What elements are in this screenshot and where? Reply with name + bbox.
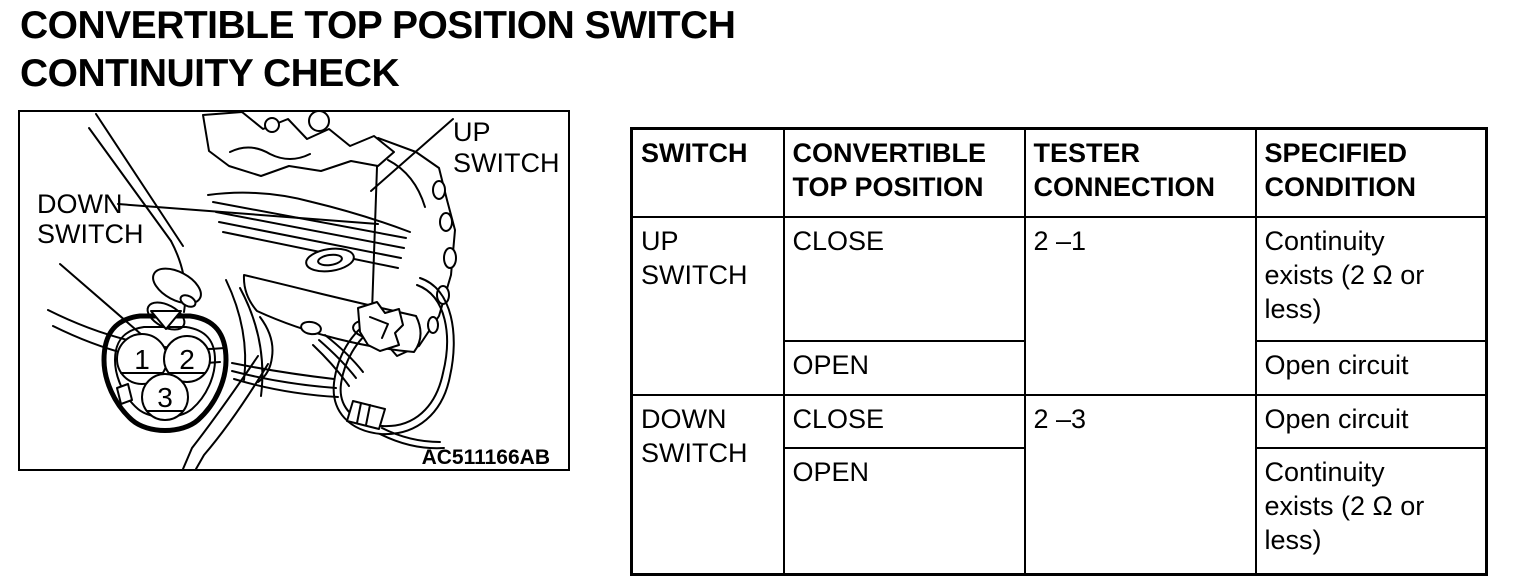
cell-down-close-condition: Open circuit xyxy=(1254,393,1488,449)
cell-up-open-condition: Open circuit xyxy=(1254,339,1488,396)
cell-up-close-condition: Continuity exists (2 Ω or less) xyxy=(1254,215,1488,342)
pin-1-number: 1 xyxy=(134,344,150,375)
cell-down-open-condition: Continuity exists (2 Ω or less) xyxy=(1254,446,1488,576)
figure-code: AC511166AB xyxy=(422,446,550,469)
pin-3-number: 3 xyxy=(157,382,173,413)
cell-down-switch: DOWN SWITCH xyxy=(630,393,785,576)
cell-up-open: OPEN xyxy=(782,339,1026,396)
cell-up-switch: UP SWITCH xyxy=(630,215,785,396)
up-switch-label-line1: UP xyxy=(453,117,491,147)
cell-down-open: OPEN xyxy=(782,446,1026,576)
page-title-line2: CONTINUITY CHECK xyxy=(20,52,400,95)
switch-location-figure: 1 2 3 UP SWITCH DOWN SWITCH AC511166AB xyxy=(18,110,570,471)
wiring-harness xyxy=(231,277,455,450)
pin-2-cavity xyxy=(163,335,211,383)
down-switch-label-line1: DOWN xyxy=(37,189,122,219)
cell-up-close: CLOSE xyxy=(782,215,1026,342)
page-title: CONVERTIBLE TOP POSITION SWITCH CONTINUI… xyxy=(20,2,736,98)
down-switch-label-line2: SWITCH xyxy=(37,219,143,249)
table-row: OPEN Open circuit xyxy=(632,339,1488,396)
continuity-check-table: SWITCH CONVERTIBLE TOP POSITION TESTER C… xyxy=(630,127,1488,576)
callout-leader-lines xyxy=(117,118,454,225)
table-header-row: SWITCH CONVERTIBLE TOP POSITION TESTER C… xyxy=(630,127,1488,218)
cell-down-close: CLOSE xyxy=(782,393,1026,449)
cell-down-connection: 2 –3 xyxy=(1023,393,1257,576)
pin-2-number: 2 xyxy=(179,344,195,375)
table-row: OPEN Continuity exists (2 Ω or less) xyxy=(632,446,1488,576)
up-switch-label-line2: SWITCH xyxy=(453,148,559,178)
page-title-line1: CONVERTIBLE TOP POSITION SWITCH xyxy=(20,4,736,47)
header-convertible-top-position: CONVERTIBLE TOP POSITION xyxy=(782,127,1026,218)
connector-keying-triangle-icon xyxy=(150,310,182,330)
header-specified-condition: SPECIFIED CONDITION xyxy=(1254,127,1488,218)
header-tester-connection: TESTER CONNECTION xyxy=(1023,127,1257,218)
connector-index-marker xyxy=(116,383,133,405)
table-row: DOWN SWITCH CLOSE 2 –3 Open circuit xyxy=(630,393,1488,576)
switch-location-drawing: 1 2 3 UP SWITCH DOWN SWITCH AC511166AB xyxy=(37,112,559,469)
table-row: UP SWITCH CLOSE 2 –1 Continuity exists (… xyxy=(630,215,1488,396)
connector-pin-diagram: 1 2 3 xyxy=(101,310,229,433)
header-switch: SWITCH xyxy=(630,127,785,218)
pin-3-cavity xyxy=(141,373,189,421)
cell-up-connection: 2 –1 xyxy=(1023,215,1257,396)
